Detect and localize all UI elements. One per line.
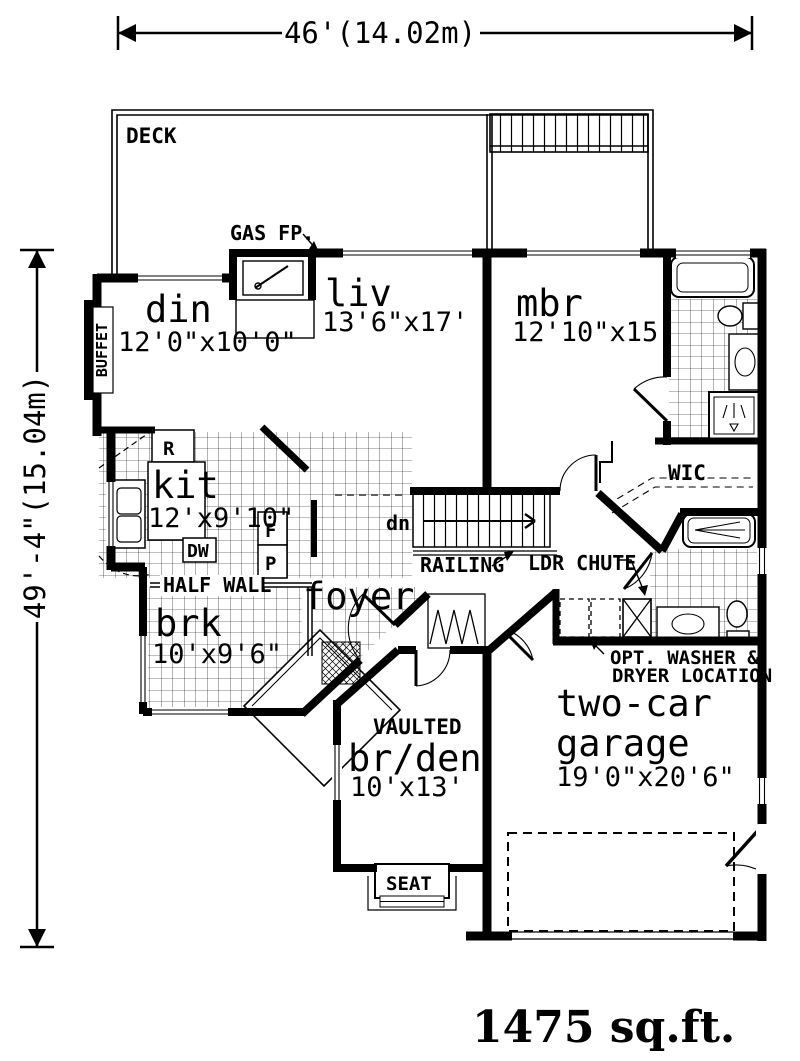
dishwasher-label: DW — [187, 541, 209, 562]
dining-label: din — [145, 288, 212, 331]
foyer-label: foyer — [303, 575, 414, 618]
laundry-chute-label: LDR CHUTE — [528, 551, 636, 575]
bedroom-den-note: VAULTED — [373, 715, 462, 739]
breakfast-label: brk — [155, 602, 222, 645]
windows — [106, 248, 768, 874]
living-label: liv — [325, 272, 392, 315]
washer-dryer-line1: OPT. WASHER & — [610, 647, 759, 669]
stairs-down-label: dn — [386, 511, 410, 535]
buffet-label: BUFFET — [93, 323, 111, 377]
bedroom-den-label: br/den — [348, 737, 482, 780]
window-seat — [367, 863, 457, 911]
floor-area-label: 1475 sq.ft. — [472, 1002, 735, 1053]
dimension-top — [116, 13, 754, 53]
garage-details — [507, 824, 764, 932]
garage-label-line1: two-car — [556, 682, 712, 725]
half-wall-label-bg — [160, 575, 264, 596]
deck-label: DECK — [126, 124, 177, 148]
dimension-left — [17, 248, 57, 949]
dining-size: 12'0"x10'0" — [118, 327, 297, 358]
garage-size: 19'0"x20'6" — [556, 762, 735, 793]
railing-label: RAILING — [420, 553, 504, 577]
wic-rods — [606, 477, 753, 514]
stairs-down — [335, 493, 557, 556]
bedroom-den-size: 10'x13' — [350, 772, 464, 803]
breakfast-size: 10'x9'6" — [152, 639, 282, 670]
half-wall-label: HALF WALL — [163, 573, 271, 597]
kitchen-label: kit — [152, 464, 219, 507]
living-size: 13'6"x17' — [322, 307, 468, 338]
washer-dryer-line2: DRYER LOCATION — [612, 665, 772, 687]
labels: GAS FP. din 12'0"x10'0" liv 13'6"x17' mb… — [93, 221, 772, 1053]
tile-floors — [99, 299, 757, 710]
wic-label: WIC — [668, 461, 706, 485]
dimension-top-label: 46'(14.02m) — [284, 16, 476, 50]
fridge-label: R — [163, 438, 175, 460]
garage-label-line2: garage — [556, 722, 690, 765]
gas-fireplace-label: GAS FP. — [230, 221, 314, 245]
kitchen-fixtures — [98, 429, 288, 579]
leaders — [302, 233, 514, 567]
pantry-label: P — [265, 553, 276, 575]
master-bedroom-label: mbr — [516, 282, 583, 325]
kitchen-size: 12'x9'10" — [148, 503, 294, 534]
freezer-label: F — [265, 520, 276, 542]
entry-porch — [242, 628, 402, 788]
window-seat-label: SEAT — [386, 873, 432, 895]
hall-closet — [427, 593, 486, 649]
deck-outline — [111, 109, 654, 278]
main-bath-fixtures — [656, 513, 756, 642]
master-bedroom-size: 12'10"x15' — [512, 317, 675, 348]
dimension-left-label: 49'-4"(15.04m) — [18, 375, 52, 619]
laundry-area — [559, 559, 652, 655]
ensuite-fixtures — [670, 256, 762, 440]
